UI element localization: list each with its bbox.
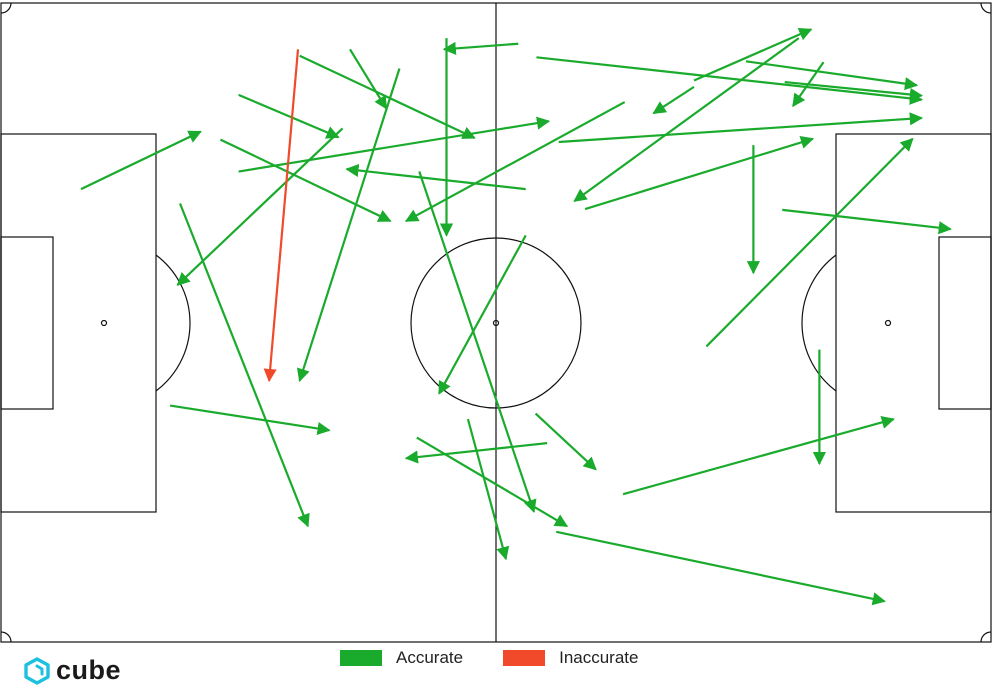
legend: Accurate Inaccurate [340,648,678,668]
corner-arc-br [980,631,992,643]
pass-accurate-27 [555,530,886,606]
pitch [0,2,992,643]
left-penalty-spot [100,319,108,327]
left-six-yard-box [0,236,54,410]
pass-accurate-28 [438,234,527,395]
pass-accurate-2 [219,138,392,223]
cube-logo-text: cube [56,655,122,685]
pass-accurate-14 [652,85,695,115]
pass-accurate-1 [238,93,340,139]
pass-accurate-24 [782,208,952,235]
right-penalty-arc [801,254,837,392]
pass-accurate-17 [745,60,919,91]
pass-accurate-9 [442,41,519,56]
pass-accurate-32 [466,418,510,561]
legend-swatch-inaccurate [503,650,546,666]
pass-accurate-15 [573,37,800,202]
right-six-yard-box [938,236,992,410]
pass-accurate-11 [418,171,537,514]
center-spot [492,319,500,327]
right-penalty-spot [884,319,892,327]
pass-accurate-16 [693,28,813,82]
legend-item-accurate: Accurate [340,648,463,668]
legend-label-accurate: Accurate [396,648,464,667]
legend-swatch-accurate [340,650,382,666]
left-penalty-box [0,133,157,513]
pass-inaccurate-35 [263,49,300,383]
pass-accurate-34 [179,203,310,528]
pass-accurate-6 [176,127,344,286]
cube-logo-icon [24,656,50,685]
pass-accurate-20 [558,112,924,144]
passes-layer [80,28,952,606]
left-penalty-arc [155,254,191,392]
pass-accurate-4 [299,54,476,139]
pass-accurate-5 [296,68,401,383]
pass-accurate-21 [584,135,815,211]
pass-accurate-29 [534,412,597,471]
pass-accurate-26 [622,415,895,496]
center-circle [410,237,582,409]
pass-accurate-23 [705,137,914,348]
corner-arc-tr [980,2,992,14]
legend-label-inaccurate: Inaccurate [559,648,639,667]
cube-logo: cube [24,655,121,686]
pass-accurate-8 [345,163,526,191]
pass-accurate-7 [238,116,551,173]
pass-accurate-19 [784,80,924,102]
right-penalty-box [835,133,992,513]
legend-item-inaccurate: Inaccurate [503,648,638,668]
pass-accurate-12 [404,101,626,223]
pass-accurate-3 [349,48,388,110]
pass-accurate-0 [80,130,202,191]
corner-arc-tl [0,2,12,14]
pass-accurate-33 [169,404,331,436]
pitch-markings [0,2,992,643]
corner-arc-bl [0,631,12,643]
pass-accurate-31 [416,436,569,528]
pass-accurate-13 [536,56,924,105]
